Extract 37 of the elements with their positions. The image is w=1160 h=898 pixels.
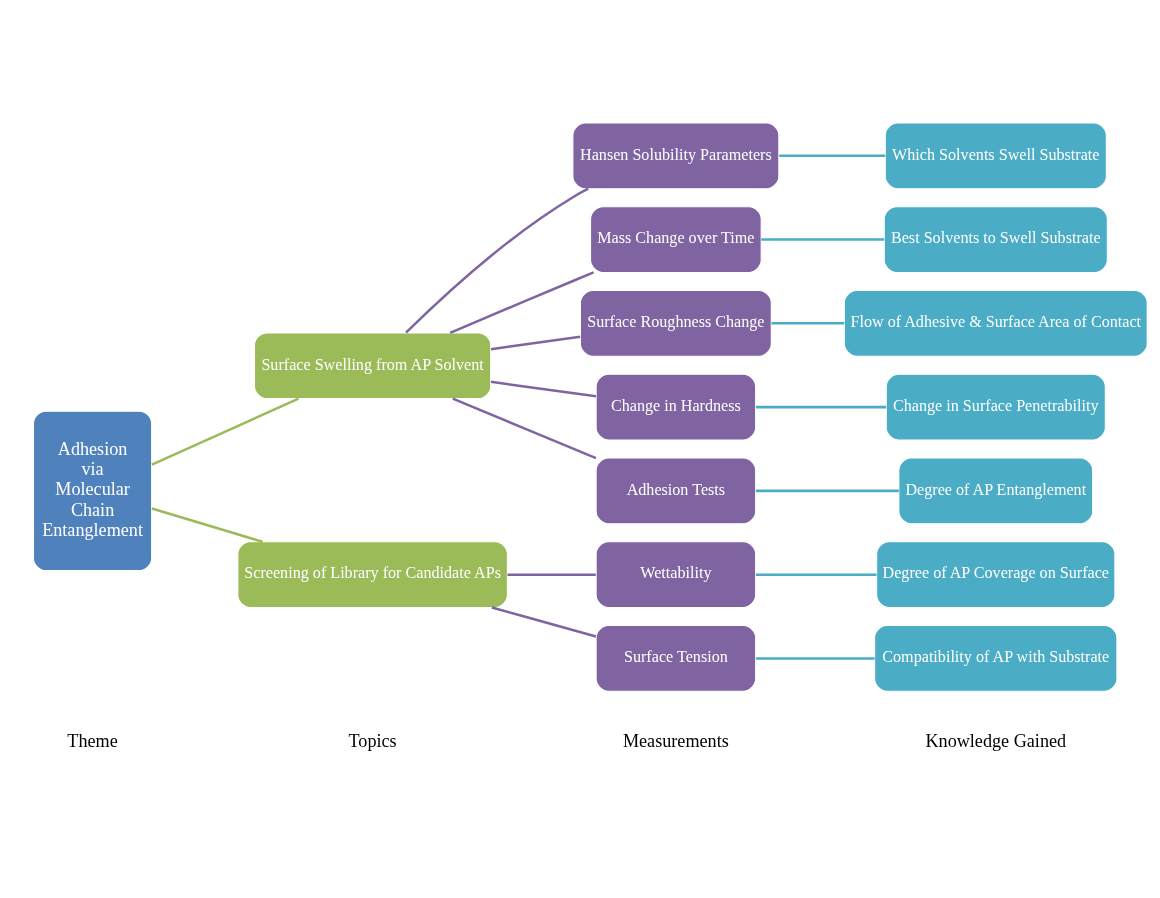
node-box: Degree of AP Coverage on Surface — [876, 541, 1116, 608]
node-box: Wettability — [595, 541, 757, 608]
connector — [779, 154, 886, 158]
connector — [755, 405, 887, 409]
connector — [151, 397, 300, 466]
node-box: Surface Swelling from AP Solvent — [254, 332, 492, 400]
node-box: Adhesion Tests — [595, 457, 757, 525]
node-box: Hansen Solubility Parameters — [572, 122, 780, 190]
connector — [490, 380, 597, 398]
node-box: Adhesion via Molecular Chain Entanglement — [33, 410, 153, 572]
label: Theme — [67, 730, 118, 751]
node-box: Change in Hardness — [595, 373, 757, 441]
node-box: Screening of Library for Candidate APs — [237, 541, 508, 608]
connector — [151, 507, 263, 543]
connector — [405, 187, 589, 334]
node-box: Surface Tension — [595, 625, 757, 692]
connector — [490, 335, 581, 351]
connector — [452, 397, 597, 460]
connector — [771, 322, 845, 325]
connector — [755, 657, 875, 660]
connector — [755, 573, 877, 576]
node-box: Mass Change over Time — [590, 206, 762, 273]
node-box: Which Solvents Swell Substrate — [884, 122, 1107, 190]
connector — [507, 573, 596, 576]
node-box: Surface Roughness Change — [580, 290, 772, 357]
connector — [449, 271, 595, 334]
connector — [755, 489, 899, 493]
connector — [491, 606, 597, 638]
node-box: Degree of AP Entanglement — [898, 457, 1094, 525]
label: Measurements — [622, 730, 729, 751]
connector — [761, 238, 885, 241]
node-box: Best Solvents to Swell Substrate — [883, 206, 1108, 273]
node-box: Flow of Adhesive & Surface Area of Contact — [843, 290, 1148, 357]
node-box: Change in Surface Penetrability — [885, 373, 1106, 441]
label: Knowledge Gained — [925, 730, 1067, 751]
node-box: Compatibility of AP with Substrate — [874, 625, 1118, 692]
label: Topics — [348, 730, 397, 751]
